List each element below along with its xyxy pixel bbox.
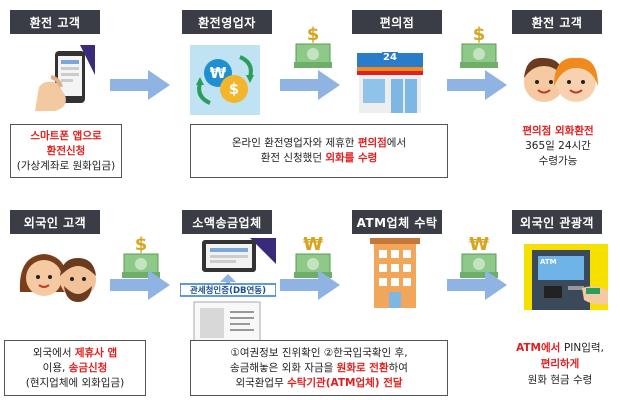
desc-customer-app: 스마트폰 앱으로 환전신청 (가상계좌로 원화입금) — [10, 124, 122, 178]
desc-text: 에서 — [386, 137, 407, 149]
svg-text:₩: ₩ — [469, 234, 489, 255]
flow-arrow-5 — [280, 270, 340, 300]
desc-line: 외국에서 제휴사 앱 — [5, 346, 145, 361]
money-won-icon: ₩ — [294, 234, 332, 278]
flow-arrow-3 — [447, 70, 507, 100]
desc-text: 온라인 환전영업자와 제휴한 — [231, 137, 358, 149]
desc-line: 외국환업무 수탁기관(ATM업체) 전달 — [191, 376, 447, 391]
desc-line: 온라인 환전영업자와 제휴한 편의점에서 — [191, 136, 447, 151]
desc-line: ATM에서 PIN입력, — [504, 340, 616, 356]
desc-text: 제휴사 앱 — [74, 346, 118, 359]
remittance-app-phone-icon — [180, 238, 276, 345]
svg-text:$: $ — [307, 24, 320, 45]
desc-text: 환전 신청했던 — [260, 152, 326, 164]
header-exchange-operator: 환전영업자 — [182, 10, 272, 34]
desc-text: 송금신청 — [68, 361, 108, 374]
desc-line: 송금해놓은 외화 자금을 원화로 전환하여 — [191, 361, 447, 376]
header-atm-trustee: ATM업체 수탁 — [352, 210, 442, 234]
header-exchange-customer-1: 환전 고객 — [10, 10, 100, 34]
desc-line: (현지업체에 외화입금) — [25, 376, 125, 389]
desc-line: 수령가능 — [538, 155, 578, 167]
header-remittance-company: 소액송금업체 — [182, 210, 272, 234]
desc-line: 365일 24시간 — [525, 140, 591, 152]
desc-text: 수탁기관(ATM업체) 전달 — [287, 376, 403, 389]
desc-line: 이용, 송금신청 — [5, 361, 145, 376]
desc-text: 송금해놓은 외화 자금을 — [230, 361, 337, 374]
svg-text:₩: ₩ — [210, 64, 227, 82]
desc-text: 하여 — [388, 361, 408, 374]
money-dollar-icon-2: $ — [460, 24, 498, 68]
desc-operator-store: 온라인 환전영업자와 제휴한 편의점에서 환전 신청했던 외화를 수령 — [190, 124, 448, 178]
currency-exchange-icon: ₩ $ — [190, 45, 260, 115]
building-icon — [370, 238, 420, 308]
desc-line: (가상계좌로 원화입금) — [16, 159, 116, 172]
header-foreign-customer: 외국인 고객 — [10, 210, 100, 234]
flow-arrow-2 — [280, 70, 340, 100]
desc-text: 편의점 — [357, 137, 387, 149]
desc-line: 환전신청 — [46, 144, 86, 157]
foreign-couple-icon — [19, 254, 96, 302]
money-dollar-icon-3: $ — [122, 234, 160, 278]
desc-text: 이용, — [42, 361, 69, 374]
atm-icon — [524, 244, 608, 310]
svg-text:$: $ — [229, 80, 239, 98]
desc-text: ATM에서 — [516, 342, 564, 354]
customs-verification-banner: 관세청인증(DB연동) — [189, 286, 267, 296]
desc-line: 원화 현금 수령 — [527, 374, 593, 386]
svg-text:$: $ — [473, 24, 486, 45]
desc-atm-withdraw: ATM에서 PIN입력, 편리하게 원화 현금 수령 — [504, 340, 616, 394]
money-won-icon-2: ₩ — [460, 234, 498, 278]
flow-arrow-4 — [110, 270, 170, 300]
desc-line: 편리하게 — [540, 358, 580, 370]
store-sign-number: 24 — [382, 52, 398, 63]
header-convenience-store: 편의점 — [352, 10, 442, 34]
smartphone-hand-icon — [35, 45, 95, 111]
desc-line: 편의점 외화환전 — [522, 125, 594, 137]
desc-foreign-app: 외국에서 제휴사 앱 이용, 송금신청 (현지업체에 외화입금) — [4, 340, 146, 396]
desc-text: 원화로 전환 — [336, 361, 389, 374]
couple-faces-icon — [524, 57, 598, 102]
svg-text:$: $ — [135, 234, 148, 255]
desc-text: PIN입력, — [563, 342, 604, 354]
header-foreign-tourist: 외국인 관광객 — [512, 210, 602, 234]
desc-text: 외국환업무 — [235, 376, 288, 389]
convenience-store-icon — [357, 53, 423, 113]
desc-text: 외국에서 — [32, 346, 75, 359]
svg-text:₩: ₩ — [303, 234, 323, 255]
desc-text: 외화를 수령 — [325, 152, 378, 164]
flow-arrow-6 — [447, 270, 507, 300]
desc-pickup: 편의점 외화환전 365일 24시간 수령가능 — [508, 124, 608, 176]
atm-label: ATM — [540, 258, 557, 266]
header-exchange-customer-2: 환전 고객 — [512, 10, 602, 34]
money-dollar-icon: $ — [294, 24, 332, 68]
desc-line: ①여권정보 진위확인 ②한국입국확인 후, — [230, 346, 408, 359]
desc-line: 스마트폰 앱으로 — [30, 129, 102, 142]
desc-remittance-process: ①여권정보 진위확인 ②한국입국확인 후, 송금해놓은 외화 자금을 원화로 전… — [190, 340, 448, 396]
desc-line: 환전 신청했던 외화를 수령 — [191, 151, 447, 166]
flow-arrow-1 — [110, 70, 170, 100]
